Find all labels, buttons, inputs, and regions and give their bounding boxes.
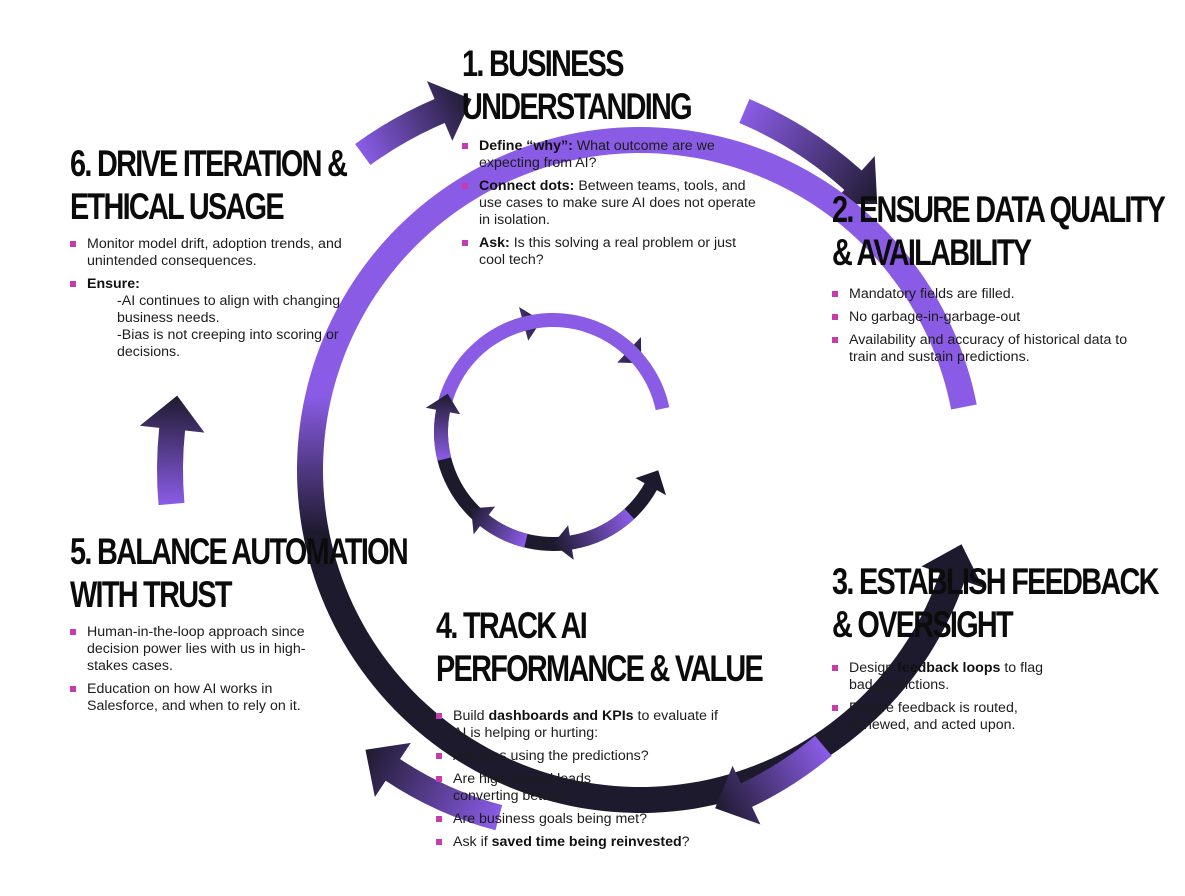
step-6-bullets: Monitor model drift, adoption trends, an…: [70, 236, 355, 361]
bullet-text: Monitor model drift, adoption trends, an…: [87, 236, 342, 269]
bullet-text: to flag bad predictions.: [849, 660, 1043, 693]
bullet: Ensure: -AI continues to align with chan…: [70, 276, 355, 361]
step-5-bullets: Human-in-the-loop approach since decisio…: [70, 624, 335, 715]
bullet: Design feedback loops to flag bad predic…: [832, 660, 1062, 694]
step-3-title-line-2: & Oversight: [832, 604, 1014, 645]
step-4-title: 4. Track AI Performance & Value: [436, 604, 764, 690]
step-1-title-line-1: 1. Business: [462, 43, 624, 84]
bullet-bold: feedback loops: [897, 660, 1001, 676]
bullet-text: Availability and accuracy of historical …: [849, 332, 1128, 365]
bullet: Ensure feedback is routed, reviewed, and…: [832, 700, 1062, 734]
bullet: Human-in-the-loop approach since decisio…: [70, 624, 335, 675]
bullet: Are high-scored leads converting better?: [436, 771, 643, 805]
bullet-text: No garbage-in-garbage-out: [849, 309, 1021, 325]
bullet-text: Are high-scored leads converting better?: [453, 771, 592, 804]
bullet-text: Mandatory fields are filled.: [849, 286, 1015, 302]
bullet-text: Between teams, tools, and use cases to m…: [479, 178, 756, 228]
bullet: Build dashboards and KPIs to evaluate if…: [436, 708, 726, 742]
inner-arrow-4: [553, 508, 635, 560]
inner-arrow-3: [434, 313, 670, 552]
step-2-bullets: Mandatory fields are filled. No garbage-…: [832, 286, 1142, 366]
step-6-title-line-1: 6. Drive Iteration &: [70, 143, 348, 184]
bullet: Define “why”: What outcome are we expect…: [462, 138, 762, 172]
bullet: Are business goals being met?: [436, 811, 726, 828]
bullet: No garbage-in-garbage-out: [832, 309, 1142, 326]
bullet-text: What outcome are we expecting from AI?: [479, 138, 715, 171]
inner-arrow-5: [471, 506, 528, 548]
bullet-text: Human-in-the-loop approach since decisio…: [87, 624, 306, 674]
step-2-data-quality: 2. Ensure Data Quality & Availability Ma…: [832, 188, 1166, 372]
bullet: Monitor model drift, adoption trends, an…: [70, 236, 355, 270]
bullet-bold: saved time being reinvested: [491, 834, 682, 850]
inner-arrow-2: [583, 318, 642, 364]
bullet-subitem: -Bias is not creeping into scoring or de…: [117, 327, 339, 360]
step-5-title: 5. Balance Automation With Trust: [70, 530, 409, 616]
bullet-text: Ask if: [453, 834, 492, 850]
step-3-title: 3. Establish Feedback & Oversight: [832, 560, 1160, 646]
step-2-title-line-2: & Availability: [832, 232, 1032, 273]
step-6-title-line-2: Ethical Usage: [70, 186, 285, 227]
step-4-title-line-1: 4. Track AI: [436, 605, 588, 646]
inner-arrow-1: [486, 307, 542, 345]
step-2-title-line-1: 2. Ensure Data Quality: [832, 189, 1166, 230]
step-1-bullets: Define “why”: What outcome are we expect…: [462, 138, 762, 269]
arrow-5-to-6: [139, 395, 205, 506]
step-6-drive-iteration: 6. Drive Iteration & Ethical Usage Monit…: [70, 142, 370, 367]
step-4-title-line-2: Performance & Value: [436, 648, 764, 689]
bullet: Are reps using the predictions?: [436, 748, 726, 765]
bullet: Ask if saved time being reinvested?: [436, 834, 726, 851]
bullet-text: Are reps using the predictions?: [453, 748, 649, 764]
bullet-text: to evaluate if AI is helping or hurting:: [453, 708, 718, 741]
bullet-text: Ensure feedback is routed, reviewed, and…: [849, 700, 1018, 733]
step-3-bullets: Design feedback loops to flag bad predic…: [832, 660, 1062, 734]
bullet: Mandatory fields are filled.: [832, 286, 1142, 303]
step-6-title: 6. Drive Iteration & Ethical Usage: [70, 142, 348, 228]
step-1-business-understanding: 1. Business Understanding Define “why”: …: [462, 42, 772, 275]
inner-arrow-6: [425, 393, 461, 461]
bullet-text: Are business goals being met?: [453, 811, 648, 827]
step-3-feedback-oversight: 3. Establish Feedback & Oversight Design…: [832, 560, 1160, 740]
step-5-title-line-2: With Trust: [70, 574, 232, 615]
bullet-bold: Connect dots:: [479, 178, 575, 194]
step-5-balance-automation: 5. Balance Automation With Trust Human-i…: [70, 530, 409, 721]
bullet-text: Build: [453, 708, 489, 724]
step-1-title: 1. Business Understanding: [462, 42, 704, 128]
bullet: Availability and accuracy of historical …: [832, 332, 1142, 366]
bullet: Connect dots: Between teams, tools, and …: [462, 178, 762, 229]
bullet-text: ?: [681, 834, 690, 850]
step-4-track-performance: 4. Track AI Performance & Value Build da…: [436, 604, 764, 857]
bullet-subitem: -AI continues to align with changing bus…: [117, 293, 341, 326]
bullet: Education on how AI works in Salesforce,…: [70, 681, 335, 715]
bullet-text: Is this solving a real problem or just c…: [479, 235, 737, 268]
bullet-bold: Ensure:: [87, 276, 140, 292]
bullet-text: Education on how AI works in Salesforce,…: [87, 681, 301, 714]
bullet-bold: Define “why”:: [479, 138, 573, 154]
bullet-bold: Ask:: [479, 235, 510, 251]
bullet: Ask: Is this solving a real problem or j…: [462, 235, 762, 269]
bullet-text: Design: [849, 660, 898, 676]
arrow-6-to-1: [355, 81, 472, 166]
step-5-title-line-1: 5. Balance Automation: [70, 531, 409, 572]
step-1-title-line-2: Understanding: [462, 86, 693, 127]
step-4-bullets: Build dashboards and KPIs to evaluate if…: [436, 708, 726, 851]
bullet-bold: dashboards and KPIs: [488, 708, 634, 724]
step-3-title-line-1: 3. Establish Feedback: [832, 561, 1160, 602]
step-2-title: 2. Ensure Data Quality & Availability: [832, 188, 1166, 274]
